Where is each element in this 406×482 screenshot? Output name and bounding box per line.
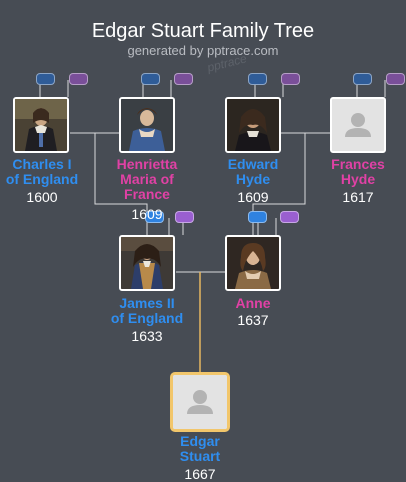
- name-line: Charles I: [12, 156, 72, 172]
- birth-year-edward: 1609: [237, 189, 269, 205]
- person-placeholder-icon: [173, 375, 227, 429]
- portrait-charles[interactable]: [13, 97, 69, 153]
- name-line: Maria of: [120, 171, 174, 187]
- name-line: of England: [110, 310, 184, 326]
- portrait-edgar[interactable]: [170, 372, 230, 432]
- birth-year-anne: 1637: [237, 312, 269, 328]
- name-line: Anne: [235, 295, 271, 311]
- birth-year-frances: 1617: [342, 189, 374, 205]
- person-name-james: James II of England: [103, 296, 191, 326]
- portrait-anne[interactable]: [225, 235, 281, 291]
- name-line: France: [124, 186, 170, 202]
- name-line: Edward: [227, 156, 279, 172]
- father-toggle-anne[interactable]: [248, 211, 267, 223]
- person-name-edward: Edward Hyde: [209, 157, 297, 187]
- portrait-edward[interactable]: [225, 97, 281, 153]
- name-line: James II: [119, 295, 175, 311]
- birth-year-james: 1633: [131, 328, 163, 344]
- page-subtitle: generated by pptrace.com: [127, 43, 279, 58]
- father-toggle-henrietta[interactable]: [141, 73, 160, 85]
- page-title: Edgar Stuart Family Tree: [91, 20, 315, 42]
- name-line: Hyde: [235, 171, 271, 187]
- mother-toggle-charles[interactable]: [69, 73, 88, 85]
- portrait-james[interactable]: [119, 235, 175, 291]
- person-name-charles: Charles I of England: [0, 157, 84, 187]
- father-toggle-frances[interactable]: [353, 73, 372, 85]
- person-placeholder-icon: [332, 99, 384, 151]
- birth-year-henrietta: 1609: [131, 206, 163, 222]
- mother-toggle-james[interactable]: [175, 211, 194, 223]
- birth-year-edgar: 1667: [184, 466, 216, 482]
- name-line: Stuart: [179, 448, 221, 464]
- name-line: of England: [5, 171, 79, 187]
- birth-year-charles: 1600: [26, 189, 58, 205]
- name-line: Henrietta: [116, 156, 178, 172]
- mother-toggle-frances[interactable]: [386, 73, 405, 85]
- person-name-henrietta: Henrietta Maria of France: [103, 157, 191, 202]
- person-name-anne: Anne: [209, 296, 297, 311]
- mother-toggle-henrietta[interactable]: [174, 73, 193, 85]
- portrait-henrietta[interactable]: [119, 97, 175, 153]
- name-line: Hyde: [340, 171, 376, 187]
- father-toggle-edward[interactable]: [248, 73, 267, 85]
- father-toggle-charles[interactable]: [36, 73, 55, 85]
- person-name-edgar: Edgar Stuart: [156, 434, 244, 464]
- father-toggle-james[interactable]: [145, 211, 164, 223]
- name-line: Edgar: [180, 433, 220, 449]
- person-name-frances: Frances Hyde: [314, 157, 402, 187]
- mother-toggle-anne[interactable]: [280, 211, 299, 223]
- name-line: Frances: [331, 156, 385, 172]
- mother-toggle-edward[interactable]: [281, 73, 300, 85]
- portrait-frances[interactable]: [330, 97, 386, 153]
